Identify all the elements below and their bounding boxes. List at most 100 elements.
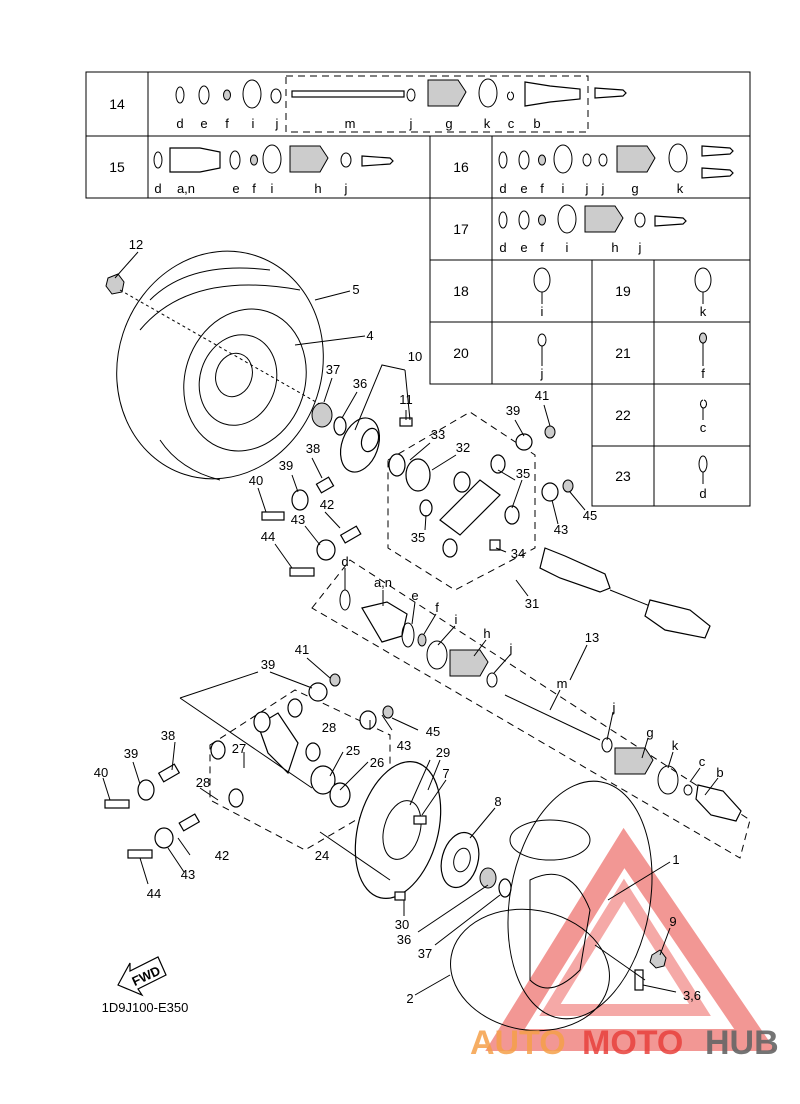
callout-g: g bbox=[646, 725, 653, 740]
callout-26: 26 bbox=[370, 755, 384, 770]
row-14-number: 14 bbox=[109, 96, 125, 112]
callout-33: 33 bbox=[431, 427, 445, 442]
callout-j-2: j bbox=[612, 700, 616, 715]
row-16-letter-j2: j bbox=[601, 181, 605, 196]
callout-35: 35 bbox=[516, 466, 530, 481]
row-15-letter-e: e bbox=[232, 181, 239, 196]
brake-disc-29 bbox=[354, 760, 442, 900]
callout-38: 38 bbox=[306, 441, 320, 456]
callout-28-b: 28 bbox=[196, 775, 210, 790]
callout-2: 2 bbox=[406, 991, 413, 1006]
row-16-letter-g: g bbox=[631, 181, 638, 196]
nut-9 bbox=[649, 949, 667, 969]
fwd-arrow-icon: FWD bbox=[117, 956, 167, 997]
callout-e: e bbox=[411, 588, 418, 603]
callout-42-b: 42 bbox=[215, 848, 229, 863]
row-22-number: 22 bbox=[615, 407, 631, 423]
callout-32: 32 bbox=[456, 440, 470, 455]
row-14-letter-j2: j bbox=[409, 116, 413, 131]
callout-41: 41 bbox=[535, 388, 549, 403]
callout-i: i bbox=[455, 612, 458, 627]
row-23-number: 23 bbox=[615, 468, 631, 484]
callout-44-b: 44 bbox=[147, 886, 161, 901]
callout-7: 7 bbox=[442, 766, 449, 781]
row-15-letter-an: a,n bbox=[177, 181, 195, 196]
callout-j: j bbox=[509, 641, 513, 656]
callout-45: 45 bbox=[583, 508, 597, 523]
row-17-number: 17 bbox=[453, 221, 469, 237]
row-16-letter-k: k bbox=[677, 181, 684, 196]
callouts: 12 5 4 10 37 36 11 39 41 33 32 38 39 40 … bbox=[94, 237, 724, 1006]
callout-40-b: 40 bbox=[94, 765, 108, 780]
row-18-letter: i bbox=[541, 304, 544, 319]
callout-1: 1 bbox=[672, 852, 679, 867]
row-15-number: 15 bbox=[109, 159, 125, 175]
row-21-number: 21 bbox=[615, 345, 631, 361]
callout-3-6: 3,6 bbox=[683, 988, 701, 1003]
front-tire-5 bbox=[116, 250, 324, 481]
callout-36: 36 bbox=[353, 376, 367, 391]
callout-45-b: 45 bbox=[426, 724, 440, 739]
callout-27: 27 bbox=[232, 741, 246, 756]
row-14-letter-c: c bbox=[508, 116, 515, 131]
row-16-letter-d: d bbox=[499, 181, 506, 196]
row-15-letter-i: i bbox=[271, 181, 274, 196]
row-14-letter-b: b bbox=[533, 116, 540, 131]
callout-36-b: 36 bbox=[397, 932, 411, 947]
callout-43-d: 43 bbox=[181, 867, 195, 882]
callout-4: 4 bbox=[366, 328, 373, 343]
row-15-letter-d: d bbox=[154, 181, 161, 196]
callout-a-n: a,n bbox=[374, 575, 392, 590]
callout-h: h bbox=[483, 626, 490, 641]
callout-13: 13 bbox=[585, 630, 599, 645]
front-axle-shaft bbox=[539, 547, 711, 639]
row-18-number: 18 bbox=[453, 283, 469, 299]
callout-5: 5 bbox=[352, 282, 359, 297]
callout-m: m bbox=[557, 676, 568, 691]
watermark-text: AUTO MOTO HUB bbox=[470, 1024, 779, 1062]
row-14-letter-d: d bbox=[176, 116, 183, 131]
callout-10: 10 bbox=[408, 349, 422, 364]
valve-3-6 bbox=[634, 969, 644, 991]
row-20-letter: j bbox=[540, 366, 544, 381]
callout-29: 29 bbox=[436, 745, 450, 760]
row-20-number: 20 bbox=[453, 345, 469, 361]
row-17-letter-e: e bbox=[520, 240, 527, 255]
rear-tire-2 bbox=[450, 780, 653, 1032]
callout-40: 40 bbox=[249, 473, 263, 488]
row-15-letter-f: f bbox=[252, 181, 256, 196]
callout-38-b: 38 bbox=[161, 728, 175, 743]
callout-25: 25 bbox=[346, 743, 360, 758]
row-23-letter: d bbox=[699, 486, 706, 501]
callout-42: 42 bbox=[320, 497, 334, 512]
watermark-hub: HUB bbox=[705, 1024, 779, 1062]
row-16-letter-j: j bbox=[585, 181, 589, 196]
callout-9: 9 bbox=[669, 914, 676, 929]
callout-b: b bbox=[716, 765, 723, 780]
callout-31: 31 bbox=[525, 596, 539, 611]
row-17-letter-h: h bbox=[611, 240, 618, 255]
row-16-letter-e: e bbox=[520, 181, 527, 196]
callout-34: 34 bbox=[511, 546, 525, 561]
row-17-letter-f: f bbox=[540, 240, 544, 255]
callout-39-c: 39 bbox=[261, 657, 275, 672]
collar-37 bbox=[311, 402, 333, 428]
callout-28: 28 bbox=[322, 720, 336, 735]
callout-12: 12 bbox=[129, 237, 143, 252]
callout-11: 11 bbox=[399, 392, 413, 407]
row-14-letter-f: f bbox=[225, 116, 229, 131]
row-22-letter: c bbox=[700, 420, 707, 435]
callout-39-b: 39 bbox=[279, 458, 293, 473]
kit-table: 14 15 16 17 18 19 20 21 22 23 d e f i j … bbox=[85, 71, 751, 507]
callout-43-c: 43 bbox=[397, 738, 411, 753]
callout-d: d bbox=[341, 554, 348, 569]
callout-44: 44 bbox=[261, 529, 275, 544]
watermark-moto: MOTO bbox=[582, 1024, 683, 1062]
callout-k: k bbox=[672, 738, 679, 753]
row-17-letter-d: d bbox=[499, 240, 506, 255]
row-16-letter-f: f bbox=[540, 181, 544, 196]
callout-8: 8 bbox=[494, 794, 501, 809]
rear-hub-8 bbox=[440, 831, 480, 889]
callout-39-d: 39 bbox=[124, 746, 138, 761]
row-16-letter-i: i bbox=[562, 181, 565, 196]
